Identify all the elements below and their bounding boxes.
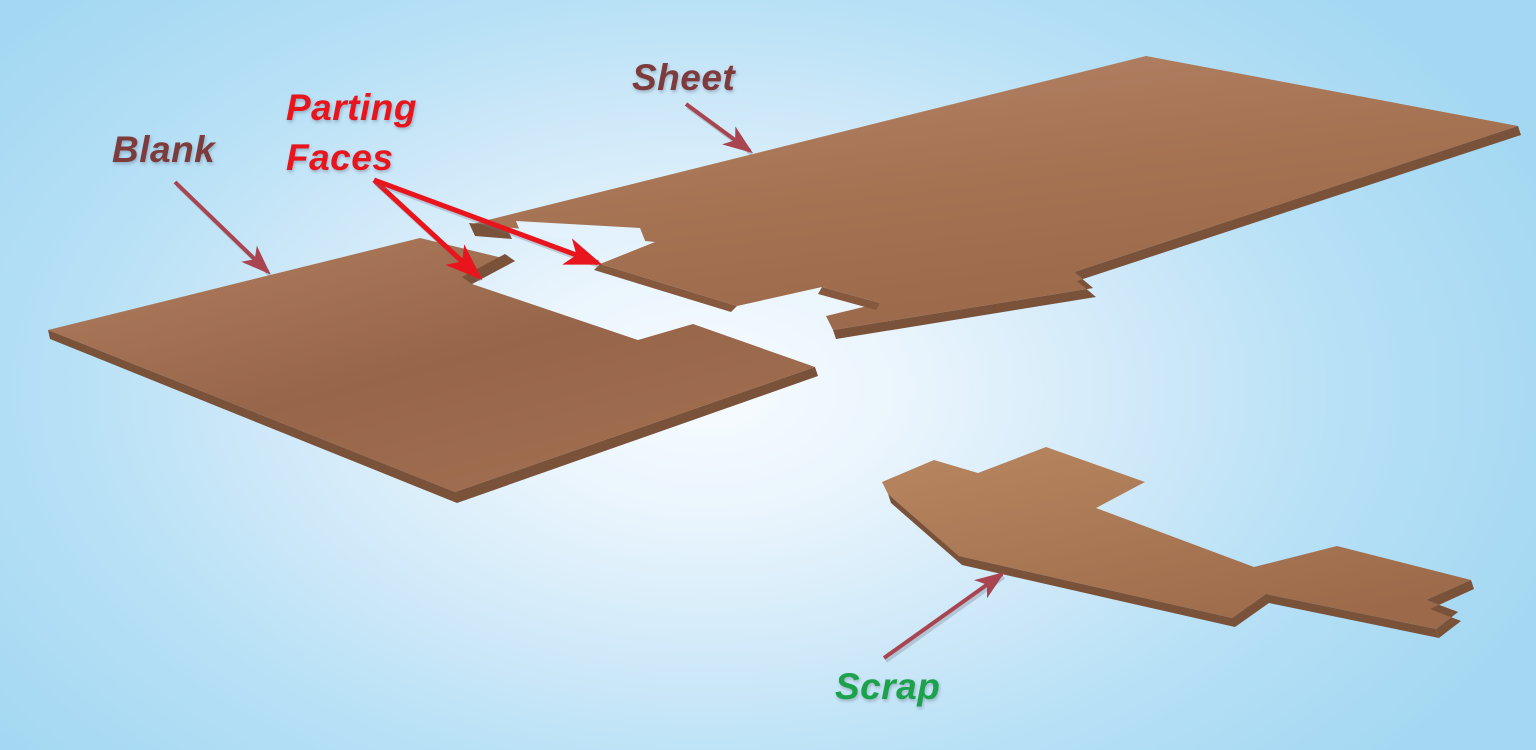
parting-faces-label-line2: Faces (286, 137, 394, 178)
scrap-arrow (882, 571, 1005, 660)
sheet-notch-gap (516, 221, 646, 243)
scrap-arrow-shadow (884, 575, 1006, 663)
scrap-top-face (882, 447, 1471, 629)
sheet-label: Sheet (632, 57, 736, 98)
blank-arrow (173, 180, 271, 275)
parting-faces-arrow-1 (372, 178, 483, 281)
sheet-notch-step-edge (818, 287, 880, 310)
sheet-parting-face-edge (594, 264, 737, 312)
metal-pieces-layer (48, 56, 1521, 638)
parting-faces-label-line1: Parting (286, 87, 417, 128)
parting-faces-arrow-2 (373, 177, 603, 266)
scrap-thickness-edge (888, 494, 1439, 638)
blank-label: Blank (112, 129, 216, 170)
sheet-arrow (684, 102, 753, 154)
scrap-label: Scrap (835, 666, 941, 707)
parting-faces-label: Parting Faces (286, 83, 417, 183)
annotation-arrows-layer (173, 102, 1006, 663)
sheet-top-face (472, 56, 1518, 330)
blank-top-face (48, 238, 815, 492)
scrap-right-thickness-edge (1426, 580, 1474, 638)
